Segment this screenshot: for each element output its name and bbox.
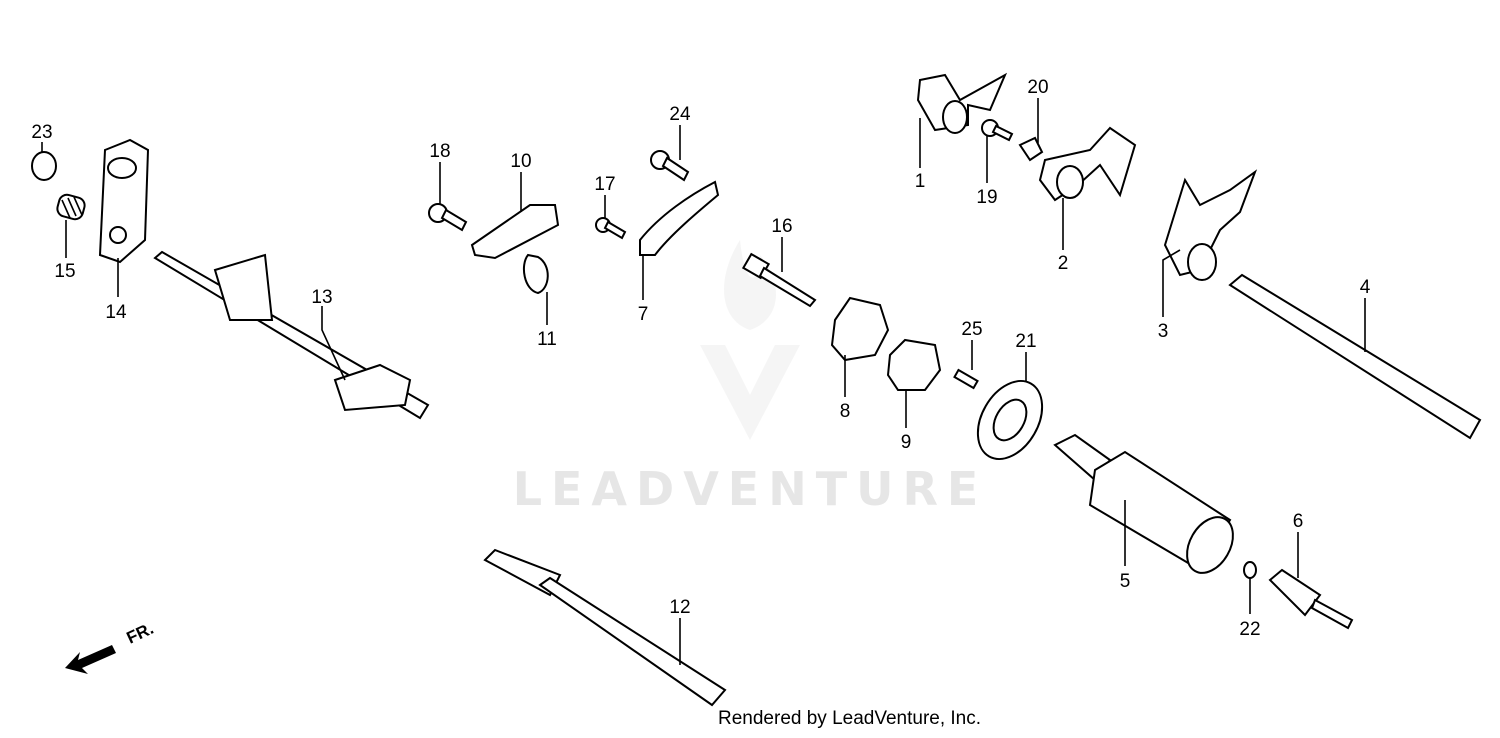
callout-17[interactable]: 17 <box>594 174 615 195</box>
part-16-bolt[interactable] <box>741 252 817 308</box>
svg-text:FR.: FR. <box>124 619 157 648</box>
part-2-shift-fork[interactable] <box>1038 126 1137 202</box>
callout-22[interactable]: 22 <box>1239 619 1260 640</box>
part-17-screw[interactable] <box>595 217 627 240</box>
part-20-clip[interactable] <box>1018 136 1044 162</box>
part-6-pin[interactable] <box>1268 568 1354 630</box>
part-4-fork-shaft[interactable] <box>1228 273 1482 440</box>
part-23-clip[interactable] <box>31 151 57 181</box>
front-direction-arrow: FR. <box>65 619 157 674</box>
callout-23[interactable]: 23 <box>31 122 52 143</box>
part-25-pin[interactable] <box>953 368 979 390</box>
callout-10[interactable]: 10 <box>510 151 531 172</box>
part-15-spring[interactable] <box>56 193 87 221</box>
callout-25[interactable]: 25 <box>961 319 982 340</box>
callout-19[interactable]: 19 <box>976 187 997 208</box>
part-24-bolt[interactable] <box>650 150 690 182</box>
callout-24[interactable]: 24 <box>669 104 691 125</box>
part-8-drum-center[interactable] <box>830 296 890 362</box>
callout-9[interactable]: 9 <box>901 432 912 453</box>
part-21-bearing[interactable] <box>965 370 1055 471</box>
callout-7[interactable]: 7 <box>638 304 649 325</box>
footer-credit: Rendered by LeadVenture, Inc. <box>718 708 982 729</box>
part-22-washer[interactable] <box>1243 561 1257 579</box>
callout-13[interactable]: 13 <box>311 287 332 308</box>
part-5-shift-drum[interactable] <box>1053 433 1242 581</box>
callout-15[interactable]: 15 <box>54 261 75 282</box>
callout-16[interactable]: 16 <box>771 216 792 237</box>
part-9-drum-plate[interactable] <box>886 338 942 391</box>
part-13-shift-shaft[interactable] <box>153 250 430 420</box>
callout-5[interactable]: 5 <box>1120 571 1131 592</box>
part-10-arm[interactable] <box>470 204 560 260</box>
callout-12[interactable]: 12 <box>669 597 690 618</box>
callout-2[interactable]: 2 <box>1058 253 1069 274</box>
callout-6[interactable]: 6 <box>1293 511 1304 532</box>
leader-lines <box>41 98 1366 665</box>
part-18-bolt[interactable] <box>428 203 468 232</box>
callout-21[interactable]: 21 <box>1015 331 1036 352</box>
part-19-bolt[interactable] <box>981 119 1014 142</box>
callout-3[interactable]: 3 <box>1158 321 1169 342</box>
callout-14[interactable]: 14 <box>105 302 127 323</box>
callout-4[interactable]: 4 <box>1360 277 1371 298</box>
watermark-text: LEADVENTURE <box>513 462 988 516</box>
callout-11[interactable]: 11 <box>537 329 557 350</box>
callout-1[interactable]: 1 <box>915 171 926 192</box>
callout-8[interactable]: 8 <box>840 401 851 422</box>
part-12-gearshift-spindle[interactable] <box>483 548 727 707</box>
callout-18[interactable]: 18 <box>429 141 450 162</box>
part-11-spring[interactable] <box>522 253 549 295</box>
part-3-shift-fork[interactable] <box>1163 169 1258 277</box>
callout-20[interactable]: 20 <box>1027 77 1048 98</box>
part-7-stopper-plate[interactable] <box>639 180 720 256</box>
